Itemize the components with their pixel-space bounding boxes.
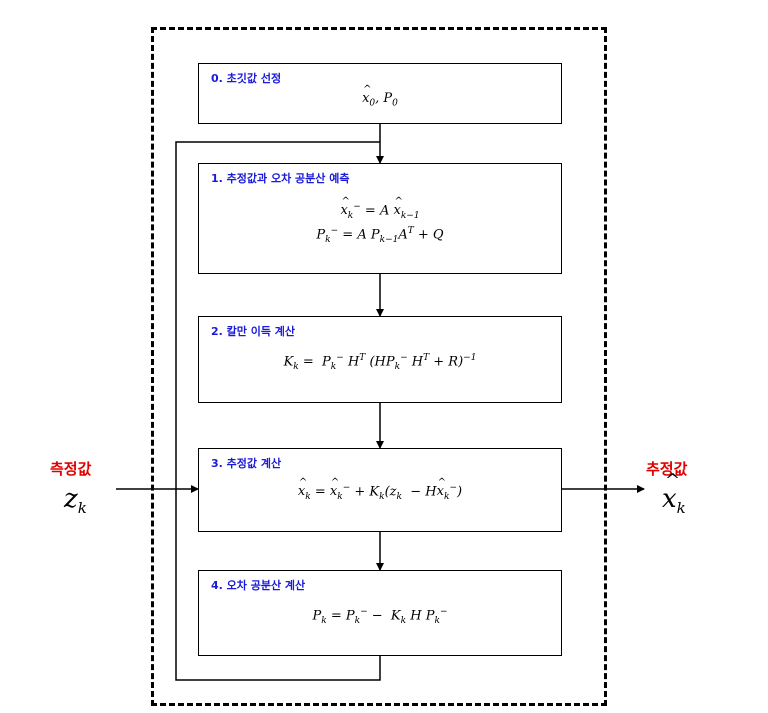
input-variable: zk bbox=[64, 484, 87, 518]
step-4-equation: Pk = Pk− − Kk H Pk− bbox=[312, 607, 448, 626]
step-3-box: 3. 추정값 계산 xk = xk− + Kk(zk − Hxk−) bbox=[198, 448, 562, 532]
step-0-box: 0. 초깃값 선정 x0, P0 bbox=[198, 63, 562, 124]
step-2-box: 2. 칼만 이득 계산 Kk = Pk− HT (HPk− HT + R)−1 bbox=[198, 316, 562, 403]
step-1-equation-1: xk− = A xk−1 bbox=[199, 196, 561, 221]
output-variable: xk bbox=[662, 470, 686, 517]
input-label: 측정값 bbox=[50, 460, 92, 478]
feedback-loop-line bbox=[175, 141, 381, 681]
step-2-equation: Kk = Pk− HT (HPk− HT + R)−1 bbox=[283, 353, 477, 372]
step-0-equation: x0, P0 bbox=[199, 84, 561, 109]
step-3-title: 3. 추정값 계산 bbox=[211, 457, 282, 470]
step-0-title: 0. 초깃값 선정 bbox=[211, 72, 282, 85]
step-3-equation: xk = xk− + Kk(zk − Hxk−) bbox=[199, 477, 561, 502]
step-4-title: 4. 오차 공분산 계산 bbox=[211, 579, 306, 592]
step-1-equation-2: Pk− = A Pk−1AT + Q bbox=[316, 226, 444, 245]
step-2-title: 2. 칼만 이득 계산 bbox=[211, 325, 296, 338]
step-1-title: 1. 추정값과 오차 공분산 예측 bbox=[211, 172, 350, 185]
step-4-box: 4. 오차 공분산 계산 Pk = Pk− − Kk H Pk− bbox=[198, 570, 562, 656]
step-1-box: 1. 추정값과 오차 공분산 예측 xk− = A xk−1 Pk− = A P… bbox=[198, 163, 562, 274]
kalman-loop-frame bbox=[151, 27, 607, 706]
